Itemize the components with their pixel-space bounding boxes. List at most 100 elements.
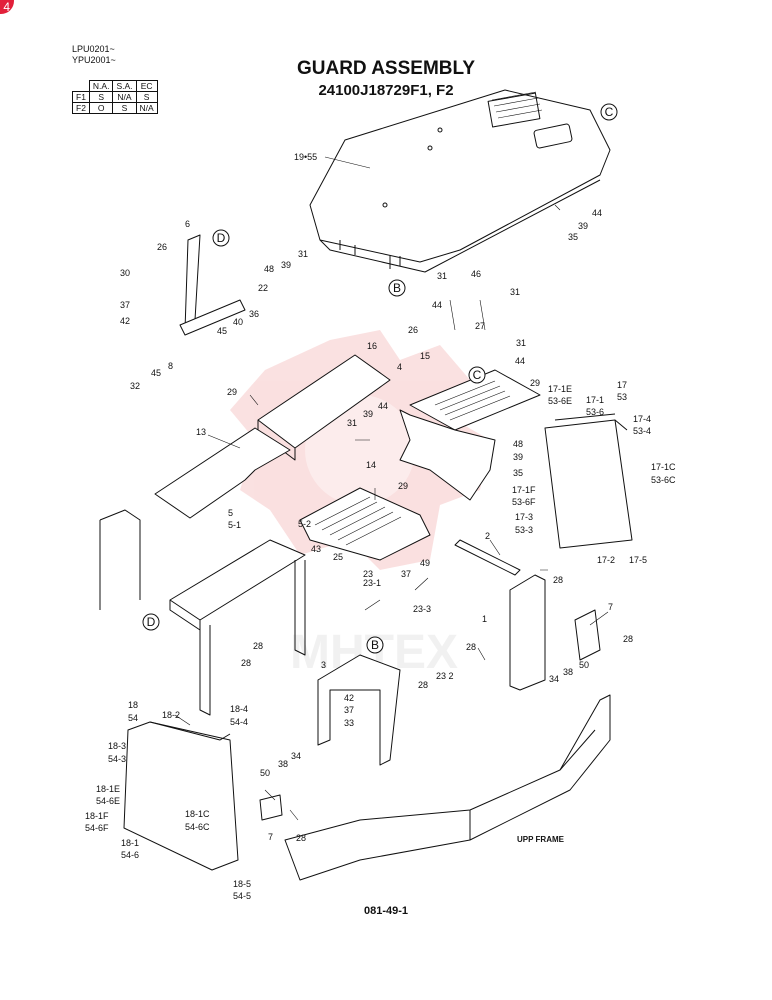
part-stand-3: [317, 654, 401, 766]
page-code: 081-49-1: [363, 905, 409, 917]
part-hinge-bar: [184, 234, 201, 331]
label-54-6: 54-6: [121, 850, 139, 860]
label-38: 38: [278, 759, 288, 769]
label-31: 31: [347, 418, 357, 428]
watermark-logo: MHTEX: [230, 330, 490, 679]
label-32: 32: [130, 381, 140, 391]
svg-text:D: D: [217, 231, 226, 245]
option-table-row: F2 O S N/A: [72, 102, 158, 114]
label-46: 46: [471, 269, 481, 279]
label-17-1c: 17-1C: [651, 462, 676, 472]
page-title: GUARD ASSEMBLY: [296, 58, 476, 79]
part-bracket-4: [399, 409, 496, 501]
label-17-2: 17-2: [597, 555, 615, 565]
label-37: 37: [344, 705, 354, 715]
label-1: 1: [482, 614, 487, 624]
label-42: 42: [120, 316, 130, 326]
part-upper-frame: [284, 694, 611, 881]
label-31: 31: [516, 338, 526, 348]
label-53-3: 53-3: [515, 525, 533, 535]
label-18-4: 18-4: [230, 704, 248, 714]
label-45: 45: [217, 326, 227, 336]
label-36: 36: [249, 309, 259, 319]
label-5: 5: [228, 508, 233, 518]
label-5-2: 5-2: [298, 519, 311, 529]
label-53-6c: 53-6C: [651, 475, 676, 485]
svg-text:D: D: [147, 615, 156, 629]
label-31: 31: [298, 249, 308, 259]
label-50: 50: [260, 768, 270, 778]
label-53-4: 53-4: [633, 426, 651, 436]
label-17-1f: 17-1F: [512, 485, 536, 495]
label-39: 39: [578, 221, 588, 231]
part-mesh-plate: [299, 487, 431, 561]
label-48: 48: [264, 264, 274, 274]
label-53-6e: 53-6E: [548, 396, 572, 406]
part-perforated-guard: [409, 369, 541, 431]
label-54-3: 54-3: [108, 754, 126, 764]
label-39: 39: [363, 409, 373, 419]
label-35: 35: [513, 468, 523, 478]
label-26: 26: [157, 242, 167, 252]
label-22: 22: [258, 283, 268, 293]
serial-range-1: LPU0201~: [72, 44, 115, 54]
option-cell: S: [135, 91, 158, 103]
option-row-label: F2: [72, 102, 90, 114]
label-54-6c: 54-6C: [185, 822, 210, 832]
part-side-plate: [154, 427, 291, 519]
serial-range-2: YPU2001~: [72, 55, 116, 65]
label-44: 44: [515, 356, 525, 366]
label-7: 7: [608, 602, 613, 612]
label-14: 14: [366, 460, 376, 470]
label-4: 4: [397, 362, 402, 372]
label-44: 44: [432, 300, 442, 310]
label-18-1: 18-1: [121, 838, 139, 848]
label-45: 45: [151, 368, 161, 378]
label-40: 40: [233, 317, 243, 327]
label-54-5: 54-5: [233, 891, 251, 901]
label-28: 28: [296, 833, 306, 843]
label-23-1: 23-1: [363, 578, 381, 588]
label-53-6f: 53-6F: [512, 497, 536, 507]
label-31: 31: [510, 287, 520, 297]
label-18-1c: 18-1C: [185, 809, 210, 819]
label-34: 34: [291, 751, 301, 761]
label-17-1: 17-1: [586, 395, 604, 405]
label-17: 17: [617, 380, 627, 390]
callout-c-1: C: [600, 103, 618, 121]
label-53: 53: [617, 392, 627, 402]
option-table: N.A. S.A. EC F1 S N/A S F2 O S N/A: [72, 80, 158, 114]
label-39: 39: [513, 452, 523, 462]
label-30: 30: [120, 268, 130, 278]
label-13: 13: [196, 427, 206, 437]
label-25: 25: [333, 552, 343, 562]
label-17-4: 17-4: [633, 414, 651, 424]
svg-text:B: B: [393, 281, 401, 295]
part-side-panel-17: [544, 413, 633, 549]
label-54-6f: 54-6F: [85, 823, 109, 833]
part-post-1: [509, 574, 546, 691]
upp-frame-label: UPP FRAME: [517, 835, 565, 844]
svg-text:C: C: [605, 105, 614, 119]
label-28: 28: [466, 642, 476, 652]
label-54: 54: [128, 713, 138, 723]
svg-text:B: B: [371, 638, 379, 652]
assembly-part-number: 24100J18729F1, F2: [318, 82, 454, 99]
callout-d-2: D: [142, 613, 160, 631]
callout-b-2: B: [366, 636, 384, 654]
label-31: 31: [437, 271, 447, 281]
label-17-5: 17-5: [629, 555, 647, 565]
part-bar-2: [454, 539, 521, 576]
part-side-panel-18: [123, 721, 239, 871]
label-3: 3: [321, 660, 326, 670]
label-39: 39: [281, 260, 291, 270]
label-18-3: 18-3: [108, 741, 126, 751]
label-34: 34: [549, 674, 559, 684]
label-28: 28: [623, 634, 633, 644]
label-16: 16: [367, 341, 377, 351]
label-18-2: 18-2: [162, 710, 180, 720]
part-bracket-7-upper: [574, 609, 601, 661]
part-left-frame-edge: [99, 509, 141, 610]
callout-d-1: D: [212, 229, 230, 247]
